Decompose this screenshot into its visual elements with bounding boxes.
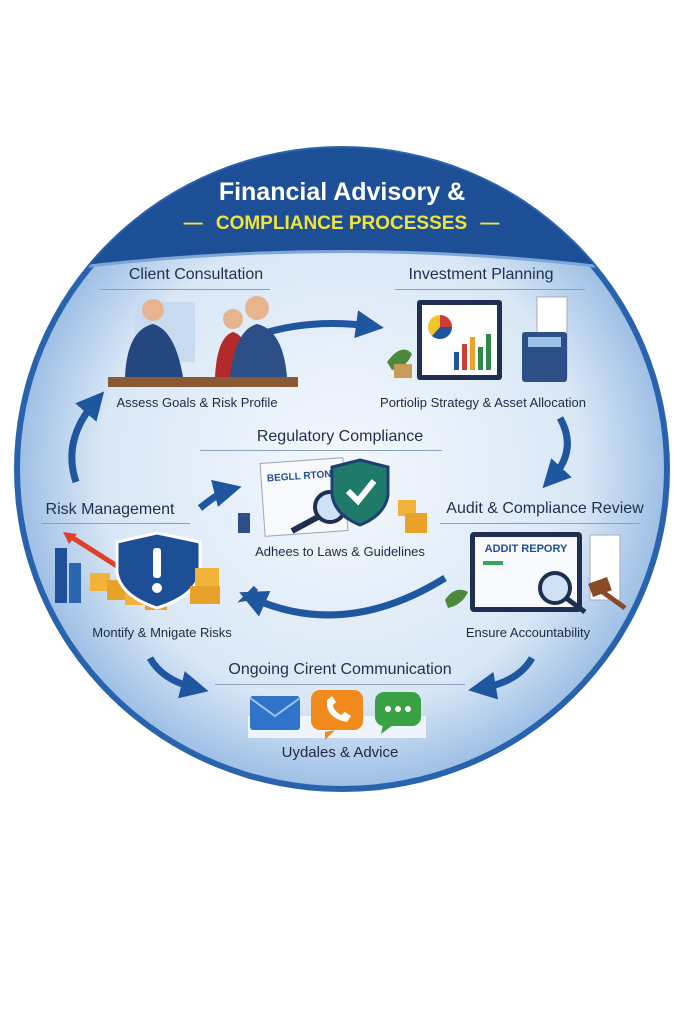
divider [395, 289, 585, 290]
title-line1: Financial Advisory & [218, 178, 466, 206]
investment-planning-heading: Investment Planning [408, 266, 554, 283]
client-consultation-heading: Client Consultation [128, 266, 264, 283]
divider [215, 684, 465, 685]
regulatory-compliance-heading: Regulatory Compliance [256, 428, 424, 445]
risk-management-heading: Risk Management [45, 501, 175, 518]
consultation-illustration [108, 296, 298, 387]
risk-management-caption: Montify & Mnigate Risks [92, 625, 232, 640]
email-icon [249, 696, 301, 730]
divider [100, 289, 270, 290]
audit-review-heading: Audit & Compliance Review [446, 500, 644, 517]
shield-check-icon [330, 458, 390, 527]
magnifier-icon [538, 571, 572, 605]
client-consultation-caption: Assess Goals & Risk Profile [116, 395, 278, 410]
divider [42, 523, 190, 524]
title-line2-row: — COMPLIANCE PROCESSES — [0, 213, 683, 235]
risk-illustration [55, 531, 220, 610]
compliance-illustration [238, 458, 427, 534]
title-line2: COMPLIANCE PROCESSES [215, 213, 468, 234]
phone-icon [311, 690, 363, 740]
communication-heading: Ongoing Cirent Communication [228, 661, 452, 678]
divider [200, 450, 442, 451]
regulatory-compliance-caption: Adhees to Laws & Guidelines [255, 544, 425, 559]
investment-illustration [387, 296, 568, 382]
audit-illustration [445, 534, 627, 615]
dash-right: — [480, 213, 500, 234]
communication-icons [248, 690, 426, 740]
audit-review-caption: Ensure Accountability [465, 625, 591, 640]
communication-caption: Uydales & Advice [281, 744, 399, 761]
trend-arrow-icon [68, 533, 122, 571]
divider [440, 523, 640, 524]
audit-report-label: ADDIT REPORY [484, 543, 568, 555]
dash-left: — [183, 213, 203, 234]
investment-planning-caption: Portiolip Strategy & Asset Allocation [380, 395, 586, 410]
chat-icon [375, 692, 421, 734]
